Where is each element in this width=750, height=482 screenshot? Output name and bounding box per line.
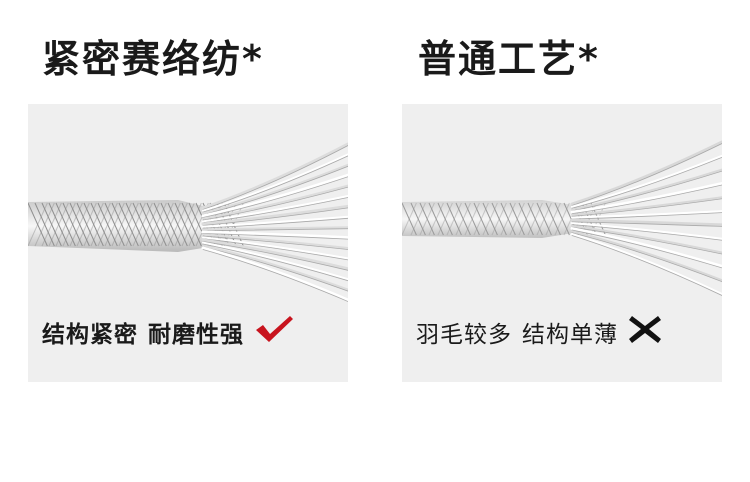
compact-yarn-illustration bbox=[28, 142, 348, 302]
check-icon bbox=[254, 314, 294, 350]
caption-compact: 结构紧密 耐磨性强 bbox=[42, 314, 294, 350]
caption-normal-thin: 结构单薄 bbox=[522, 322, 618, 348]
caption-compact-durability: 耐磨性强 bbox=[148, 322, 244, 348]
title-normal-process: 普通工艺* bbox=[418, 37, 600, 81]
cross-icon bbox=[628, 314, 662, 350]
caption-normal-feather: 羽毛较多 bbox=[416, 322, 512, 348]
caption-compact-structure: 结构紧密 bbox=[42, 322, 138, 348]
panel-compact-siro: 结构紧密 耐磨性强 bbox=[28, 104, 348, 382]
caption-normal: 羽毛较多 结构单薄 bbox=[416, 314, 662, 350]
normal-yarn-illustration bbox=[402, 140, 722, 296]
title-compact-siro: 紧密赛络纺* bbox=[42, 37, 264, 81]
panel-normal-process: 羽毛较多 结构单薄 bbox=[402, 104, 722, 382]
